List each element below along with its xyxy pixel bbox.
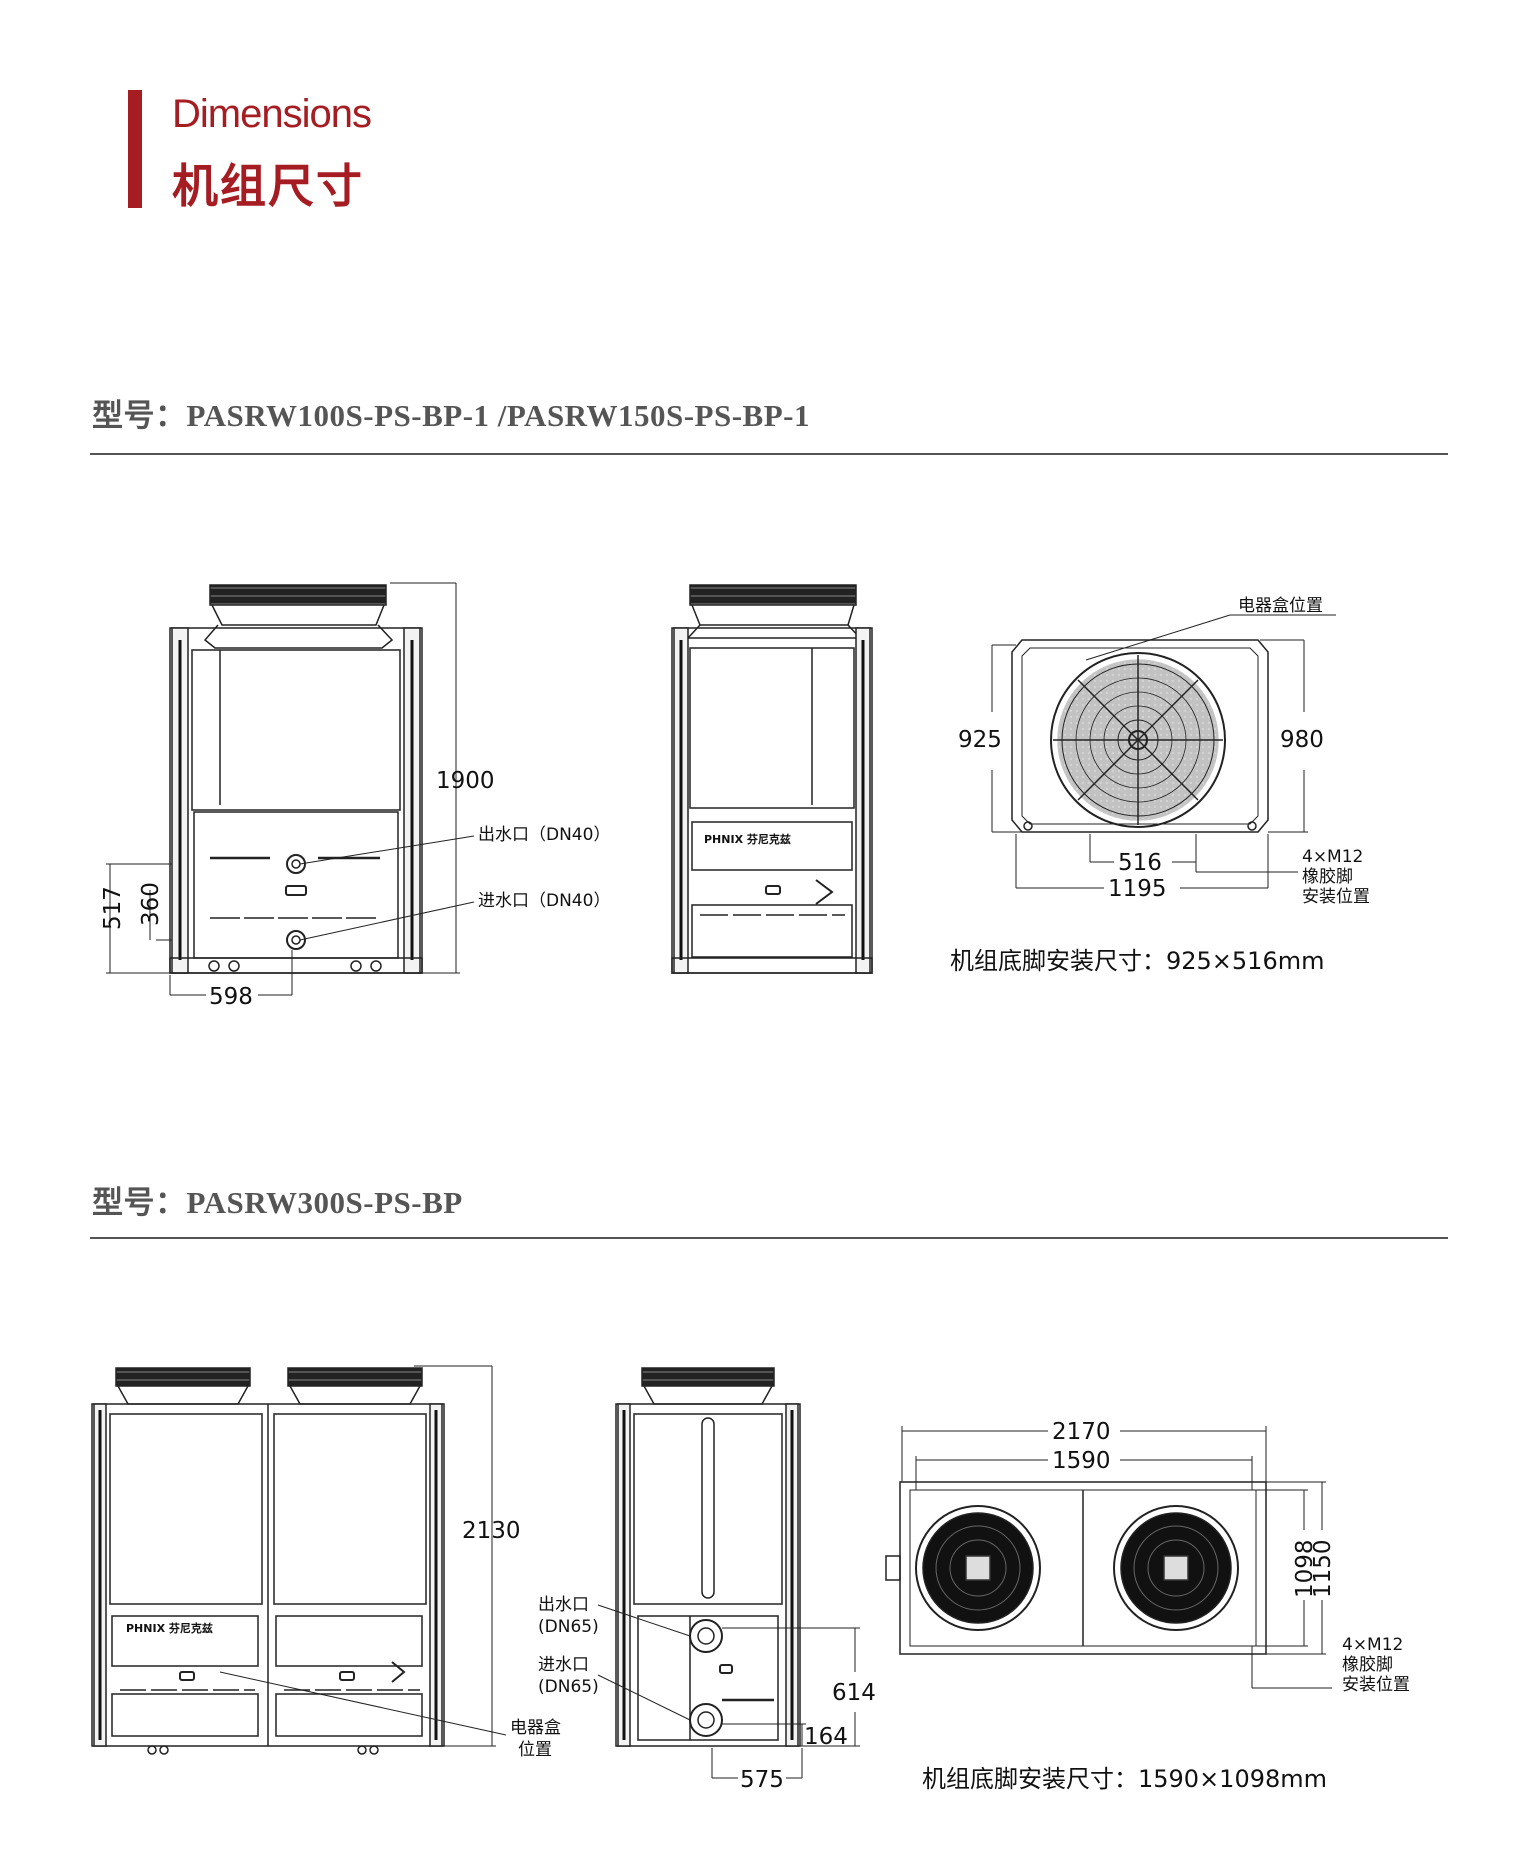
s2-dim-2170: 2170: [1052, 1419, 1111, 1445]
section-divider-2: [90, 1237, 1448, 1239]
section2-side-view: [597, 1367, 860, 1779]
section1-side-view: [671, 584, 873, 974]
s1-dim-517: 517: [100, 886, 126, 930]
page-title-chinese: 机组尺寸: [172, 159, 364, 213]
s1-dim-925: 925: [958, 727, 1002, 753]
s2-outlet-line2: (DN65): [538, 1617, 599, 1637]
s2-brand-logo: PHNIX 芬尼克兹: [126, 1621, 213, 1635]
s1-dim-598: 598: [209, 984, 253, 1010]
s1-feet-line3: 安装位置: [1302, 887, 1370, 907]
s1-dim-1195: 1195: [1108, 876, 1167, 902]
s2-feet-line3: 安装位置: [1342, 1675, 1410, 1695]
s2-electrical-box-line2: 位置: [518, 1740, 552, 1760]
s1-dim-980: 980: [1280, 727, 1324, 753]
s1-feet-line1: 4×M12: [1302, 847, 1363, 867]
s1-feet-line2: 橡胶脚: [1302, 867, 1353, 887]
page-title-english: Dimensions: [172, 92, 372, 136]
s2-feet-line1: 4×M12: [1342, 1635, 1403, 1655]
s2-dim-575: 575: [740, 1767, 784, 1793]
s2-outlet-line1: 出水口: [538, 1595, 589, 1615]
s1-electrical-box-label: 电器盒位置: [1238, 596, 1323, 616]
s2-feet-line2: 橡胶脚: [1342, 1655, 1393, 1675]
s1-outlet-label: 出水口（DN40）: [478, 825, 610, 845]
section-divider-1: [90, 453, 1448, 455]
section1-front-view: [106, 582, 475, 996]
model-label-1: 型号：PASRW100S-PS-BP-1 /PASRW150S-PS-BP-1: [92, 398, 810, 433]
s1-caption: 机组底脚安装尺寸：925×516mm: [950, 947, 1324, 975]
section2-top-view: [885, 1426, 1332, 1689]
s2-dim-164: 164: [804, 1724, 848, 1750]
title-accent-bar: [128, 90, 142, 208]
s2-dim-1590: 1590: [1052, 1448, 1111, 1474]
s1-height-dim: 1900: [436, 768, 495, 794]
s2-dim-1150: 1150: [1310, 1539, 1336, 1598]
s1-dim-360: 360: [138, 882, 164, 926]
s2-electrical-box-line1: 电器盒: [510, 1718, 561, 1738]
model-label-2: 型号：PASRW300S-PS-BP: [92, 1185, 463, 1220]
s2-caption: 机组底脚安装尺寸：1590×1098mm: [922, 1765, 1327, 1793]
s1-brand-logo: PHNIX 芬尼克兹: [704, 832, 791, 846]
s2-height-dim: 2130: [462, 1518, 521, 1544]
section2-front-view: [91, 1365, 507, 1755]
s2-inlet-line2: (DN65): [538, 1677, 599, 1697]
s1-inlet-label: 进水口（DN40）: [478, 891, 610, 911]
s2-dim-1098: 1098: [1292, 1539, 1318, 1598]
s1-dim-516: 516: [1118, 850, 1162, 876]
s2-inlet-line1: 进水口: [538, 1655, 589, 1675]
s2-dim-614: 614: [832, 1680, 876, 1706]
section1-top-view: [991, 614, 1336, 889]
